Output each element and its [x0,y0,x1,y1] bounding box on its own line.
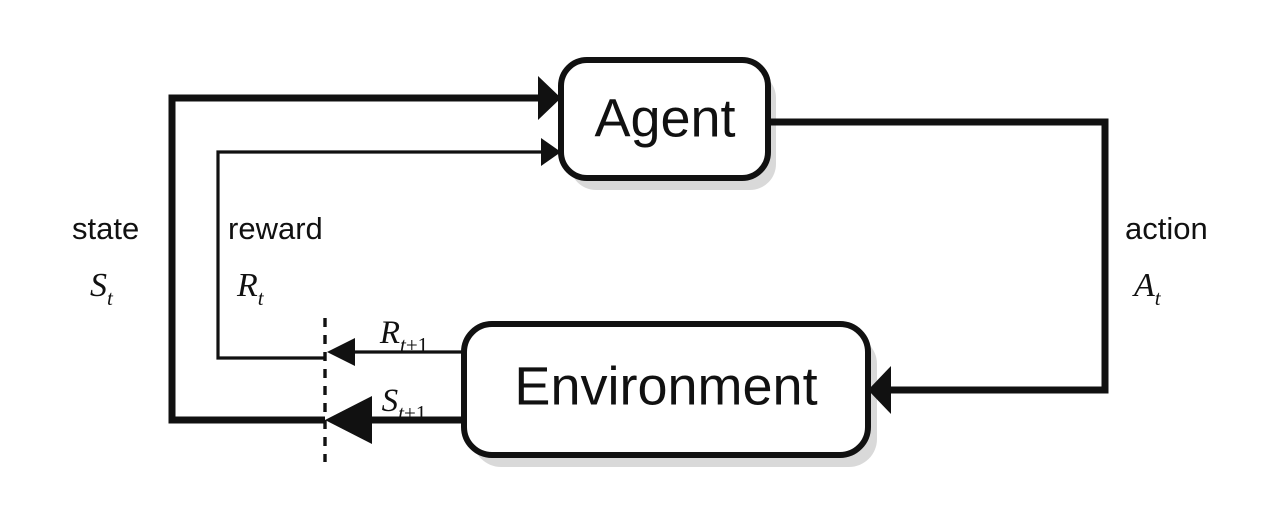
reward-symbol-label: Rt [236,267,265,310]
state-symbol-subscript: t [107,286,114,310]
agent-box-label: Agent [594,88,735,148]
state-symbol-label: St [90,267,114,310]
next-reward-subscript-const: +1 [406,333,428,357]
next-state-arrowhead [325,396,372,444]
reward-symbol-subscript: t [258,286,265,310]
reward-feedback-line [216,150,541,360]
agent-box[interactable] [558,57,771,181]
state-word-label: state [72,211,139,246]
reward-feedback-arrowhead [541,138,561,166]
next-reward-subscript-var: t [400,333,407,357]
action-symbol-label: At [1132,267,1162,310]
next-reward-symbol-base: R [379,315,400,351]
action-symbol-subscript: t [1155,286,1162,310]
next-state-subscript-var: t [398,401,405,425]
environment-box[interactable] [461,321,871,458]
action-symbol-base: A [1132,267,1155,304]
next-state-symbol-base: S [382,383,399,419]
state-feedback-line [168,94,538,424]
environment-box-label: Environment [514,356,817,416]
action-word-label: action [1125,211,1208,246]
reward-symbol-base: R [236,267,258,304]
next-reward-symbol-label: Rt+1 [379,315,428,357]
state-feedback-arrowhead [538,76,561,120]
action-arrowhead [868,366,891,414]
reward-word-label: reward [228,211,323,246]
next-reward-arrowhead [327,338,355,366]
state-symbol-base: S [90,267,107,304]
next-state-subscript-const: +1 [404,401,426,425]
action-line [768,118,1109,394]
next-state-symbol-label: St+1 [382,383,427,425]
